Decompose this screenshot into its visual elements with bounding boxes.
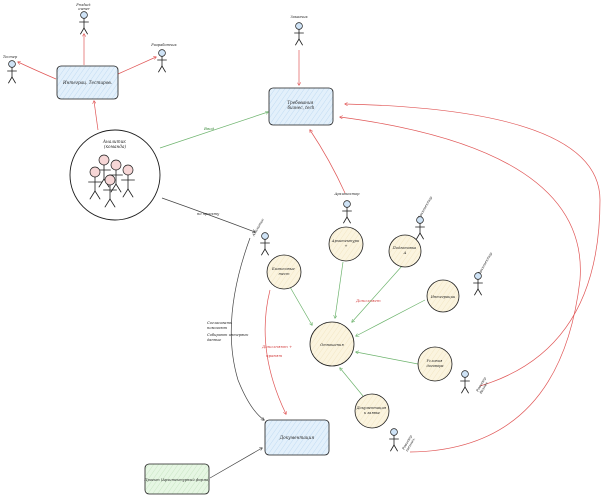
box-project[interactable]: Проект (Архитектурный форма) [143,463,210,495]
circle-integrations[interactable]: Интеграции [426,279,460,313]
actor-right-architect-2[interactable]: Архитектор [473,251,494,296]
actor-tester-icon [7,60,17,84]
edge-leftcircle-to-documentation [264,289,286,414]
box-trunk-label: Требования бизнес, tech [287,100,315,110]
actor-developer[interactable]: Разработчик [150,43,178,73]
actor-product-owner[interactable]: Product owner [75,3,92,35]
edge-right-loop-1 [345,104,601,387]
circle-relations-label: Отношения [320,343,344,347]
edge-r3-to-center [356,352,419,365]
circle-conditions-label: Условия договора [426,359,443,368]
actor-developer-label: Разработчик [150,43,177,47]
actor-product-owner-label: Product owner [75,3,92,11]
circle-docs-request[interactable]: Документация к заявке [354,393,390,429]
actor-sponsor-icon [294,22,304,46]
actor-sponsor[interactable]: Заказчик [290,15,309,46]
actor-developer-icon [157,49,167,73]
box-project-label: Проект (Архитектурный форма) [143,478,210,482]
actor-right-architect-1-icon [415,216,425,240]
actor-reviewer-2-label: Ревьюер технич. [401,433,417,453]
edge-group-to-integration [94,101,99,131]
actor-analyst-icon [260,232,270,256]
circle-relations[interactable]: Отношения [309,321,355,367]
edge-arch-to-center [335,261,344,318]
actor-right-architect-2-label: Архитектор [477,251,494,276]
edge-label-project-start: по проекту [197,212,220,216]
edge-label-left-note: Согласовать помогают Собирают интервью д… [207,321,249,342]
circle-integrations-label: Интеграции [430,295,456,299]
edge-r2-to-center [356,299,426,336]
circle-prep-label: Подготовка А [392,246,418,255]
edge-project-to-documentation [209,448,262,479]
actor-reviewer-1-icon [460,370,470,394]
circle-business-test-label: Бизнесовые тест [271,267,296,276]
actor-sponsor-label: Заказчик [290,15,308,19]
circle-business-test[interactable]: Бизнесовые тест [266,254,302,290]
circle-prep[interactable]: Подготовка А [388,234,422,268]
edge-label-red-note: Дополняют + правят [261,344,294,358]
actor-right-architect-2-icon [473,272,483,296]
edge-left-to-center [289,286,312,325]
actor-reviewer-2-icon [389,428,399,452]
circle-conditions[interactable]: Условия договора [417,346,453,382]
edge-group-to-trunk [159,112,268,149]
box-documentation-label: Документация [279,435,315,440]
actor-tester-label: Тестер [3,55,18,59]
edge-integration-to-developer [117,57,156,75]
edge-bottom-to-center [340,368,364,397]
edge-group-to-analyst [161,197,255,232]
edge-integration-to-tester [18,62,57,80]
actor-reviewer-2[interactable]: Ревьюер технич. [389,428,418,454]
edge-r1-to-center [352,265,403,322]
box-trunk[interactable]: Требования бизнес, tech [268,87,334,126]
actor-architect-icon [342,200,352,224]
actor-tester[interactable]: Тестер [3,55,18,84]
actor-reviewer-1-label: Ревьюер бизнес [475,375,491,395]
actor-right-architect-1[interactable]: Архитектор [415,195,434,240]
actor-architect-label: Архитектор [334,192,361,196]
actor-analyst-near-left[interactable]: Аналитик [251,217,270,256]
group-analysts-label: Аналитик (команда) [102,139,127,149]
box-documentation[interactable]: Документация [264,419,330,456]
box-integration-tests[interactable]: Интеграц. Тестиров. [56,65,119,100]
edges: Ввод по проекту Согласовать помогают Соб… [18,34,601,479]
circle-docs-request-label: Документация к заявке [356,406,388,415]
edge-right-loop-2 [340,117,581,453]
circle-architecture[interactable]: Архитектура + [328,226,364,262]
edge-architect-to-trunk [310,130,346,194]
actor-product-owner-icon [79,11,89,35]
actor-architect[interactable]: Архитектор [334,192,361,224]
actor-reviewer-1[interactable]: Ревьюер бизнес [460,370,492,396]
circle-architecture-label: Архитектура + [331,239,360,248]
edge-label-to-trunk: Ввод [203,126,215,131]
edge-label-green-note: Дополняет [355,298,381,303]
group-analysts[interactable]: Аналитик (команда) [69,129,161,221]
box-integration-tests-label: Интеграц. Тестиров. [62,80,112,85]
edge-analyst-to-documentation [230,237,264,420]
